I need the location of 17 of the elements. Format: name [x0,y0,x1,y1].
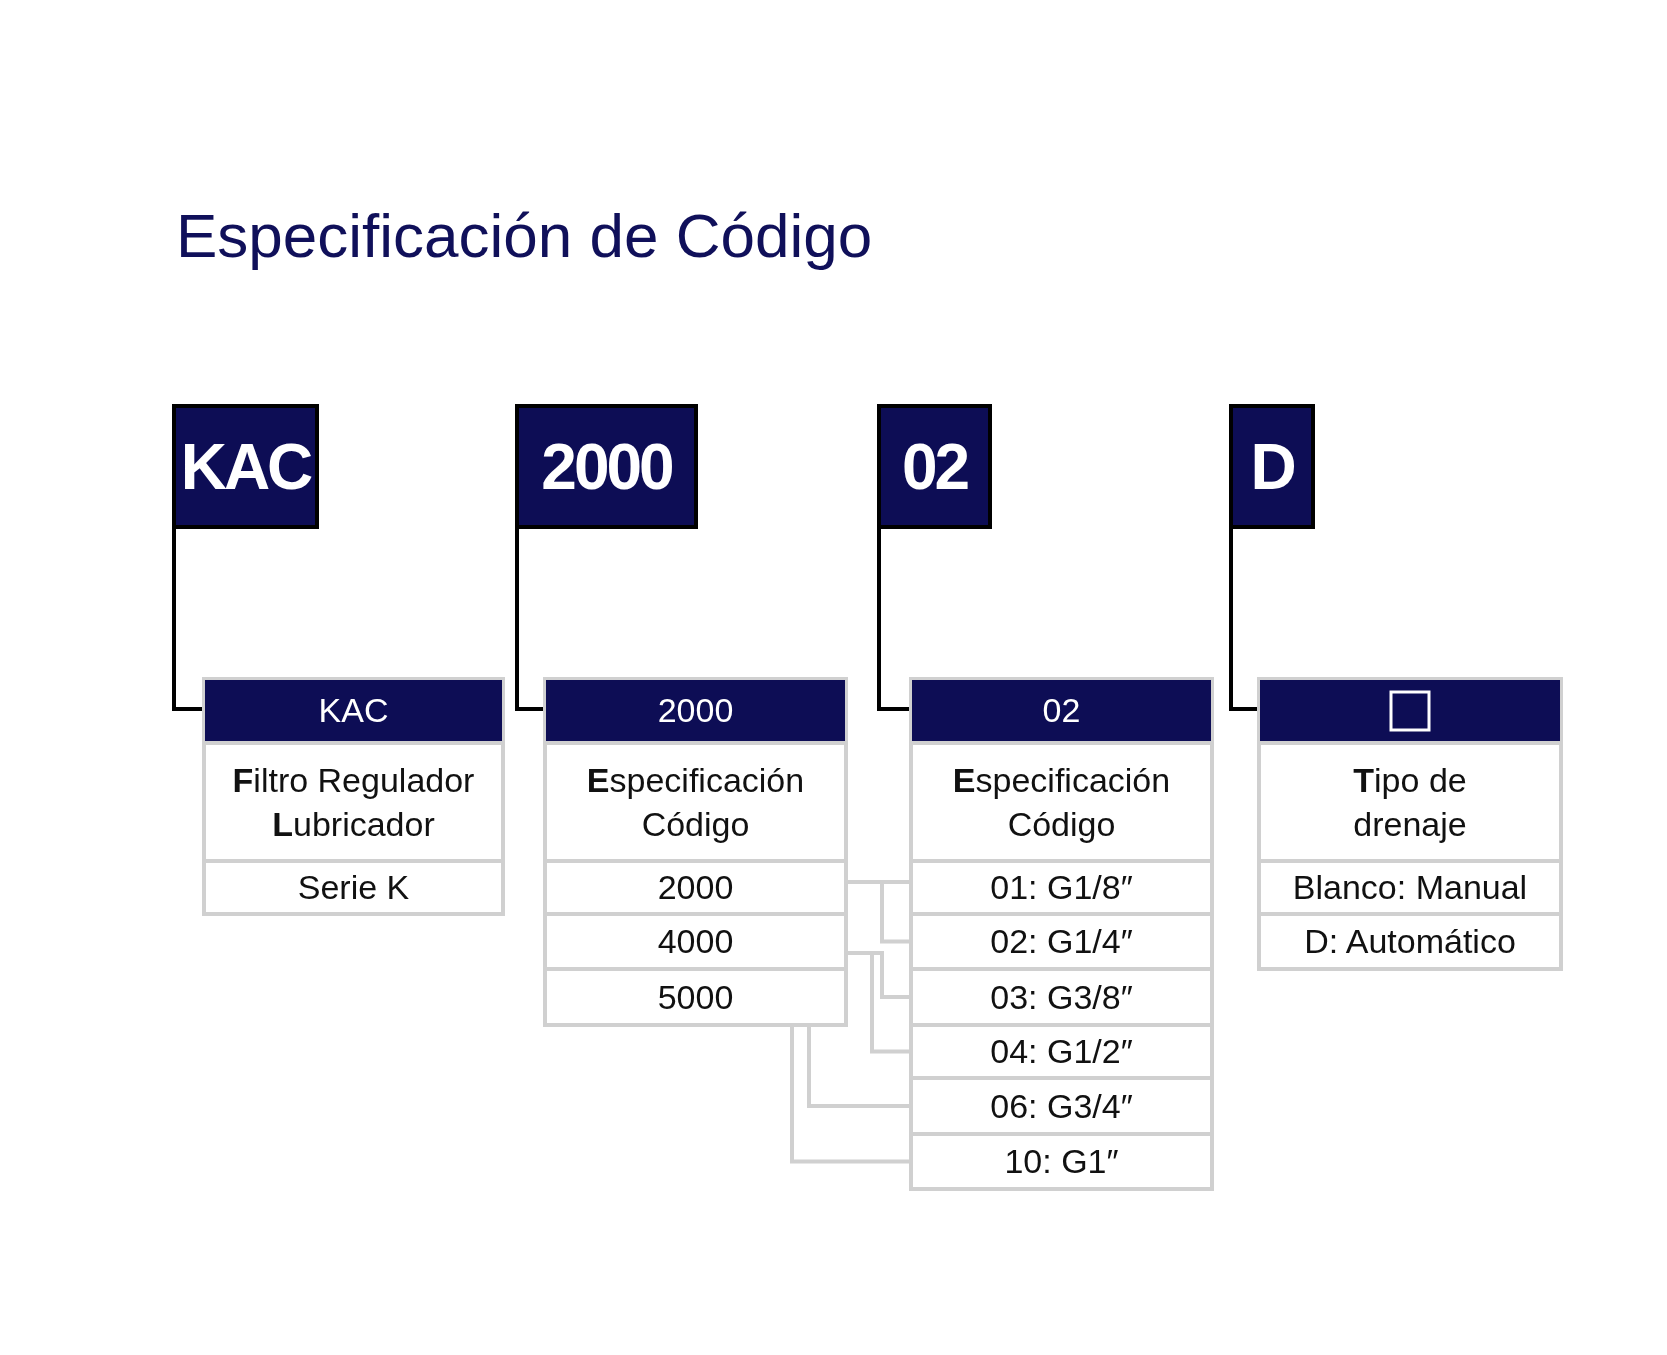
connector-line [515,529,543,711]
table-header: 2000 [543,677,848,741]
table-header: KAC [202,677,505,741]
code-segment-box: D [1229,404,1315,529]
connector-line [877,529,909,711]
table-header [1257,677,1563,741]
diagram-title: Especificación de Código [176,200,873,271]
connector-line [848,880,909,944]
code-segment-box: KAC [172,404,319,529]
code-segment-box: 02 [877,404,992,529]
connector-line [172,529,202,711]
connector-line [807,1027,909,1108]
connector-line [790,1027,909,1164]
connector-line [1229,529,1257,711]
table-header: 02 [909,677,1214,741]
connector-line [848,951,909,1054]
code-segment-box: 2000 [515,404,698,529]
